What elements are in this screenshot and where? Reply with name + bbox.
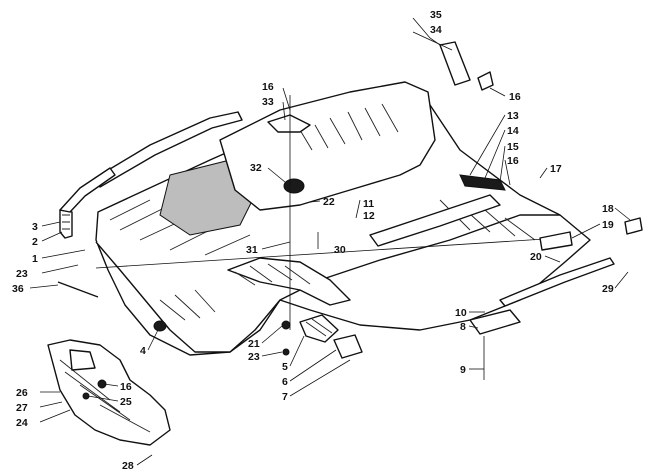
callout-1: 1 (32, 253, 38, 265)
leader-lines (29, 17, 631, 466)
inset-detail (47, 339, 171, 446)
trim-strip-left (59, 111, 243, 239)
bracket-part (624, 217, 643, 235)
callout-4: 4 (140, 345, 146, 357)
callout-16c: 16 (507, 155, 519, 167)
callout-23b: 23 (248, 351, 260, 363)
callout-31: 31 (246, 244, 258, 256)
callout-34: 34 (430, 24, 442, 36)
callout-19: 19 (602, 219, 614, 231)
callout-13: 13 (507, 110, 519, 122)
callout-18: 18 (602, 203, 614, 215)
callout-21: 21 (248, 338, 260, 350)
grommet-part (153, 320, 167, 332)
callout-8: 8 (460, 321, 466, 333)
callout-26: 26 (16, 387, 28, 399)
clip-bracket (469, 309, 521, 335)
lower-vent-assembly (281, 314, 363, 359)
upper-nose-pan (219, 81, 436, 211)
callout-11: 11 (363, 198, 374, 210)
callout-20: 20 (530, 251, 542, 263)
callout-24: 24 (16, 417, 28, 429)
callout-28: 28 (122, 460, 134, 472)
callout-10: 10 (455, 307, 467, 319)
callout-30: 30 (334, 244, 346, 256)
callout-labels: 35 34 16 16 33 13 14 15 16 17 32 22 11 1… (12, 9, 614, 472)
callout-16d: 16 (120, 381, 132, 393)
callout-16b: 16 (262, 81, 274, 93)
callout-35: 35 (430, 9, 442, 21)
callout-23a: 23 (16, 268, 28, 280)
callout-27: 27 (16, 402, 28, 414)
callout-22: 22 (323, 196, 335, 208)
callout-25: 25 (120, 396, 132, 408)
top-bracket (439, 41, 494, 91)
callout-5: 5 (282, 361, 288, 373)
callout-14: 14 (507, 125, 519, 137)
callout-7: 7 (282, 391, 288, 403)
callout-16a: 16 (509, 91, 521, 103)
callout-17: 17 (550, 163, 562, 175)
bumper-bar (499, 231, 615, 307)
callout-6: 6 (282, 376, 288, 388)
callout-33: 33 (262, 96, 274, 108)
callout-32: 32 (250, 162, 262, 174)
callout-36: 36 (12, 283, 24, 295)
callout-3: 3 (32, 221, 38, 233)
mount-plate (267, 95, 311, 330)
callout-12: 12 (363, 210, 375, 222)
rod-part (57, 281, 99, 298)
callout-15: 15 (507, 141, 519, 153)
side-panel-strip (369, 174, 506, 247)
callout-29: 29 (602, 283, 614, 295)
callout-2: 2 (32, 236, 38, 248)
callout-9: 9 (460, 364, 466, 376)
